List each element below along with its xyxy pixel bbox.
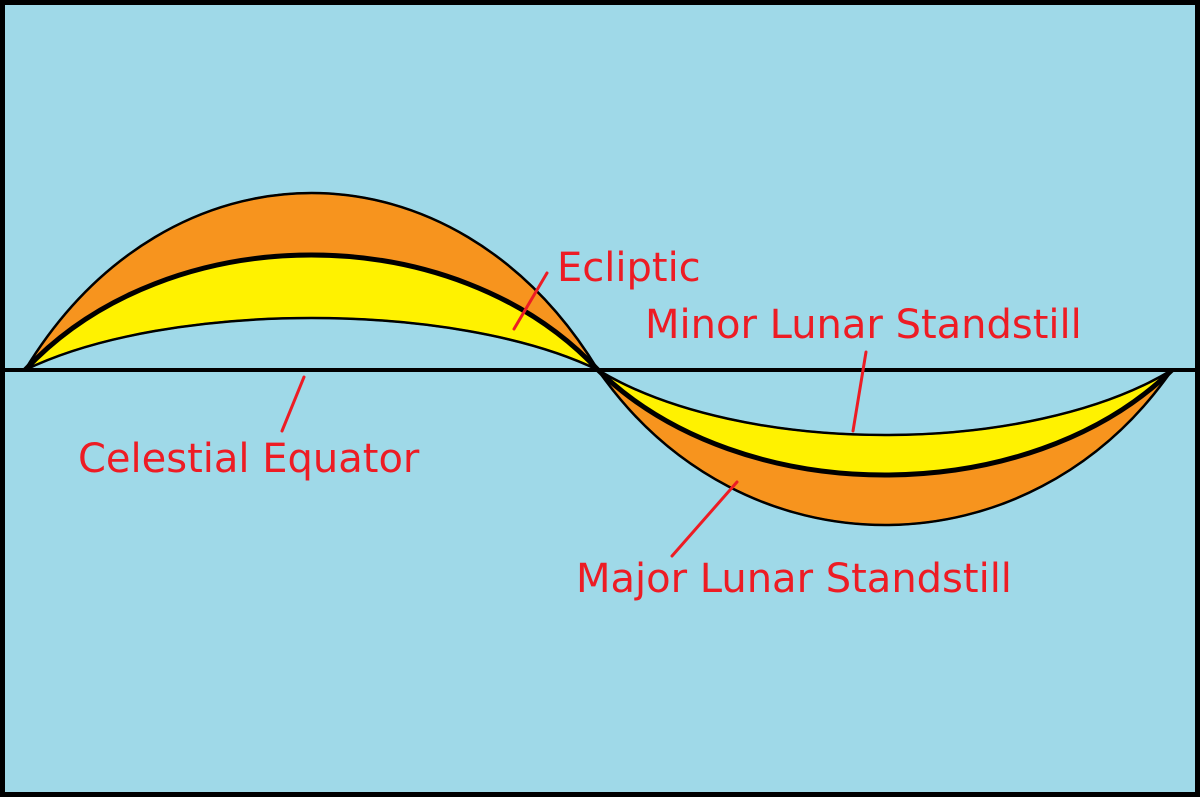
major-standstill-label: Major Lunar Standstill <box>576 556 1012 602</box>
minor-standstill-label: Minor Lunar Standstill <box>645 302 1082 348</box>
major-standstill-leader-line <box>670 480 739 558</box>
ecliptic-label: Ecliptic <box>557 245 701 291</box>
minor-standstill-leader-line <box>851 350 868 433</box>
celestial-equator-leader-line <box>280 375 306 433</box>
celestial-equator-label: Celestial Equator <box>78 436 420 482</box>
ecliptic-leader-line <box>512 271 549 331</box>
